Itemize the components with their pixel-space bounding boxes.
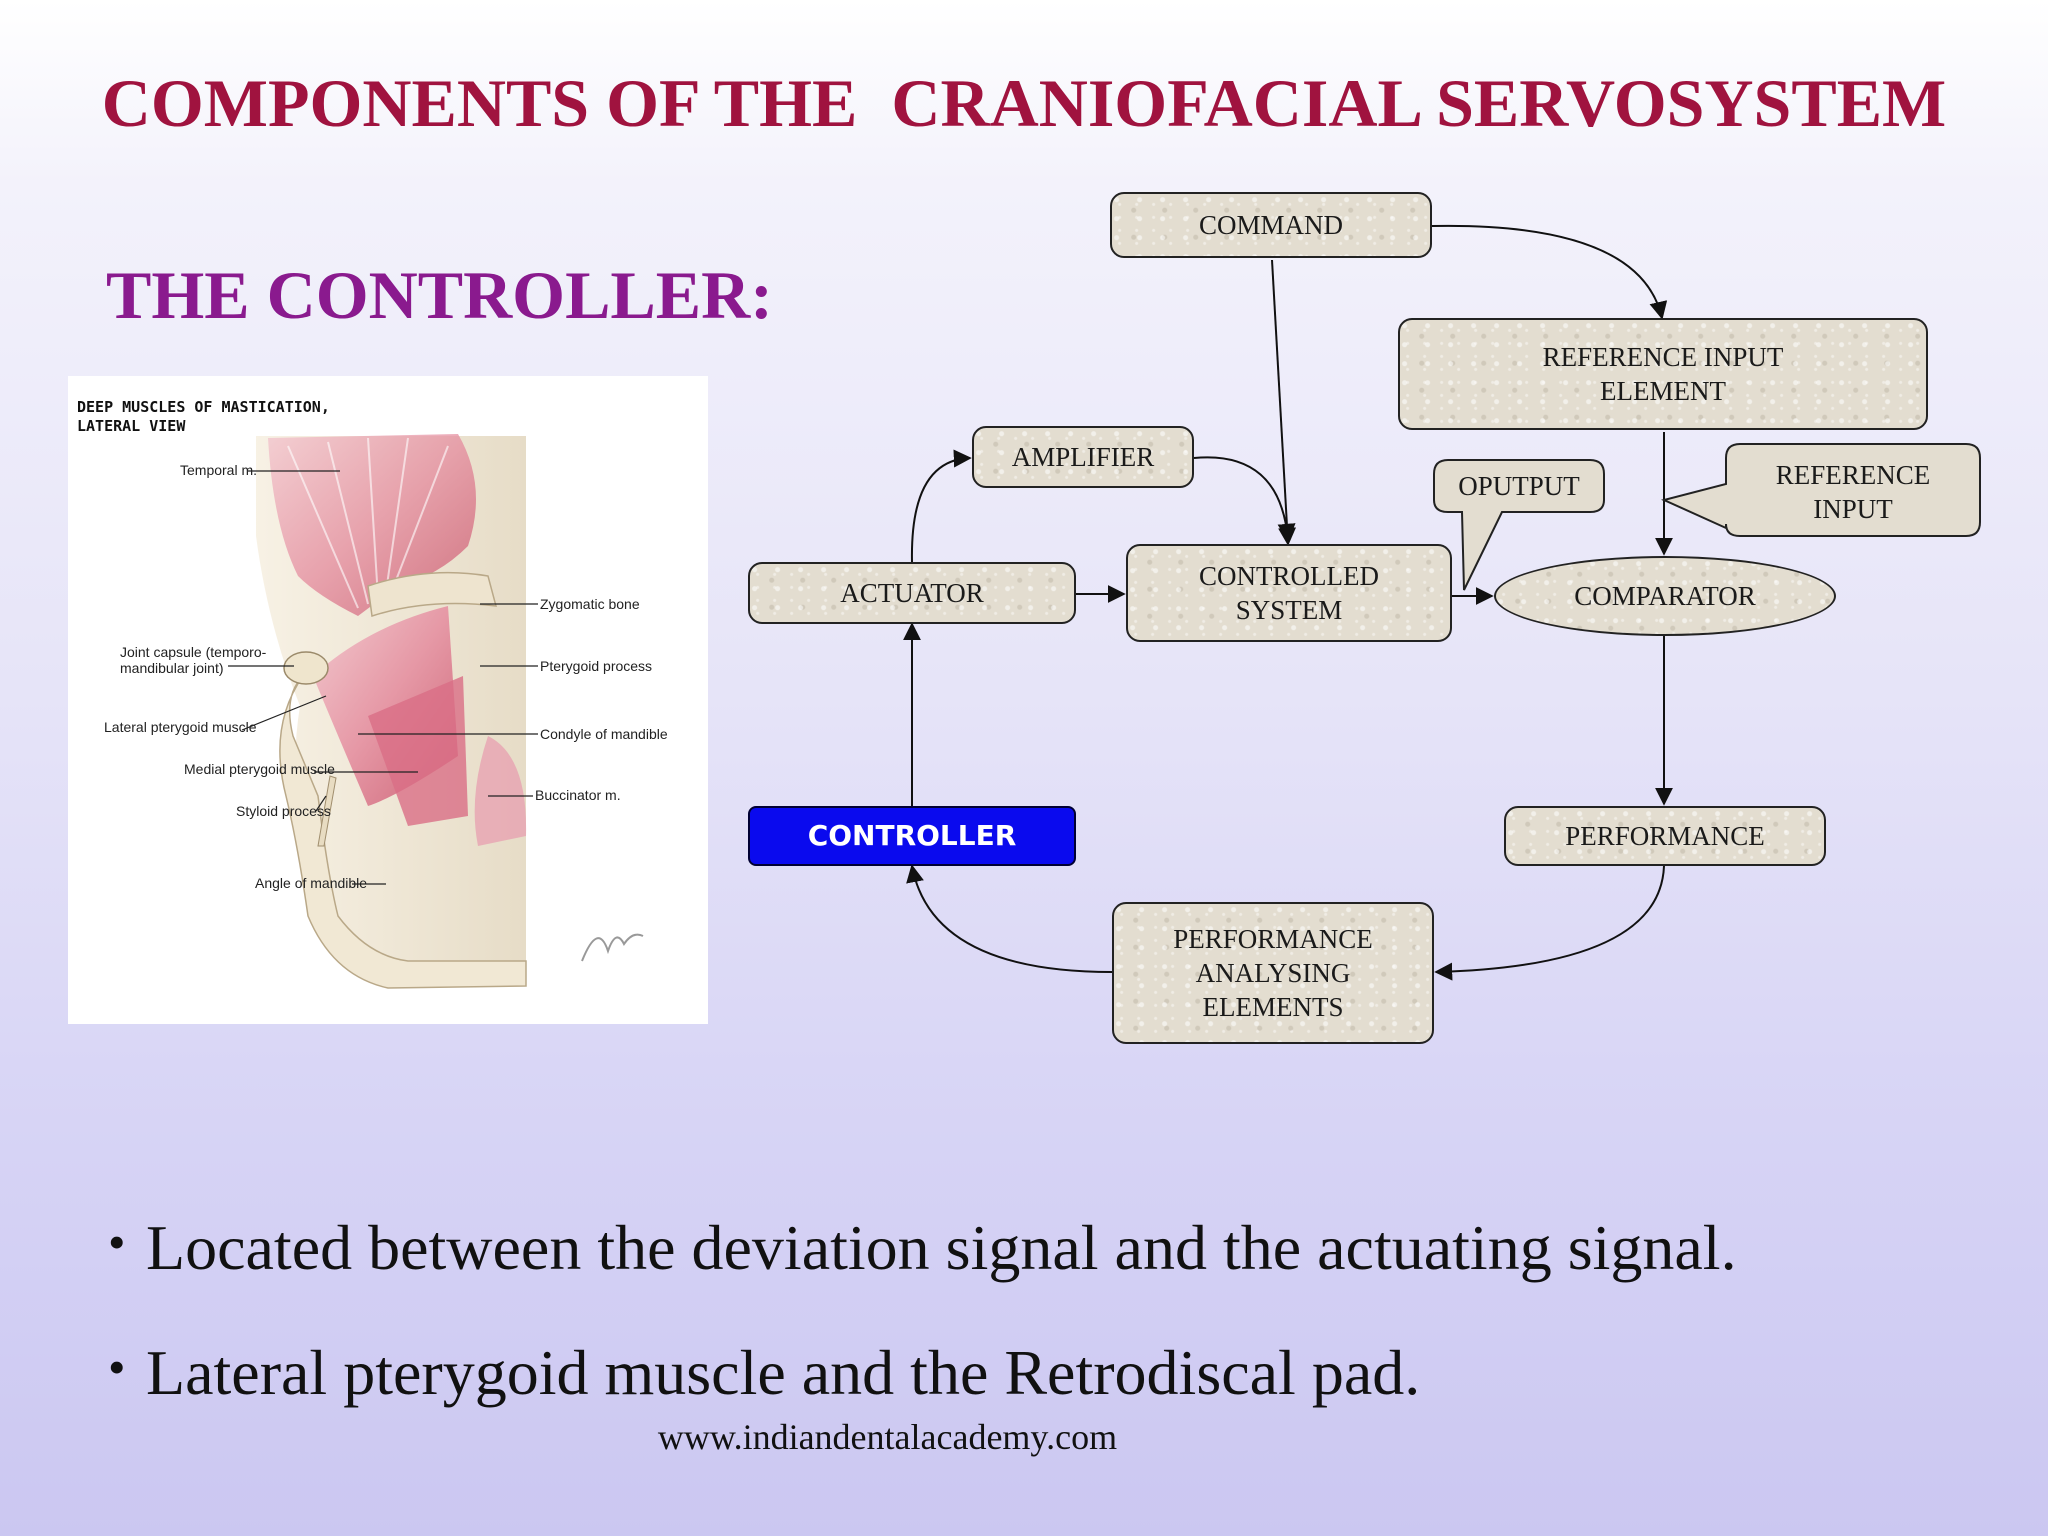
bullet-list: •Located between the deviation signal an… (108, 1210, 1737, 1460)
bullet-dot: • (108, 1214, 126, 1270)
section-title: THE CONTROLLER: (106, 257, 773, 333)
label-zygomatic: Zygomatic bone (540, 596, 640, 612)
label-medial-pterygoid: Medial pterygoid muscle (184, 761, 335, 777)
slide-title: COMPONENTS OF THE CRANIOFACIAL SERVOSYST… (101, 65, 1947, 141)
label-condyle: Condyle of mandible (540, 726, 668, 742)
label-pterygoid-process: Pterygoid process (540, 658, 653, 674)
bullet-item: •Located between the deviation signal an… (108, 1210, 1737, 1286)
figure-heading: DEEP MUSCLES OF MASTICATION, LATERAL VIE… (77, 398, 330, 435)
label-temporal: Temporal m. (180, 462, 258, 478)
node-performance: PERFORMANCE (1504, 806, 1826, 866)
callout-reference-input-label: REFERENCE INPUT (1775, 460, 1931, 524)
muscle-illustration (228, 434, 644, 989)
arrow-command-to-reference (1431, 224, 1668, 320)
arrow-command-to-controlled (1271, 259, 1297, 546)
label-angle: Angle of mandible (255, 875, 368, 891)
node-actuator: ACTUATOR (748, 562, 1076, 624)
label-buccinator: Buccinator m. (535, 787, 621, 803)
node-reference-input-element: REFERENCE INPUT ELEMENT (1398, 318, 1928, 430)
footer-url[interactable]: www.indiandentalacademy.com (657, 1417, 1118, 1457)
arrow-performance-to-analysing (1434, 865, 1665, 981)
node-controller: CONTROLLER (748, 806, 1076, 866)
node-controlled-system: CONTROLLED SYSTEM (1126, 544, 1452, 642)
node-command: COMMAND (1110, 192, 1432, 258)
node-comparator: COMPARATOR (1494, 556, 1836, 636)
node-performance-analysing: PERFORMANCE ANALYSING ELEMENTS (1112, 902, 1434, 1044)
anatomy-figure: DEEP MUSCLES OF MASTICATION, LATERAL VIE… (68, 376, 708, 1024)
label-joint-capsule: Joint capsule (temporo- mandibular joint… (120, 644, 267, 676)
callout-oputput-label: OPUTPUT (1458, 471, 1580, 501)
label-styloid: Styloid process (236, 803, 331, 819)
callout-reference-input (1660, 443, 1981, 537)
bullet-dot: • (108, 1339, 126, 1395)
arrow-analysing-to-controller (906, 864, 1113, 973)
node-amplifier: AMPLIFIER (972, 426, 1194, 488)
callout-oputput (1433, 459, 1605, 591)
label-lateral-pterygoid: Lateral pterygoid muscle (104, 719, 257, 735)
bullet-item: •Lateral pterygoid muscle and the Retrod… (108, 1335, 1737, 1411)
arrow-amplifier-to-controlled (1193, 456, 1296, 542)
arrow-actuator-to-amplifier (910, 449, 972, 563)
